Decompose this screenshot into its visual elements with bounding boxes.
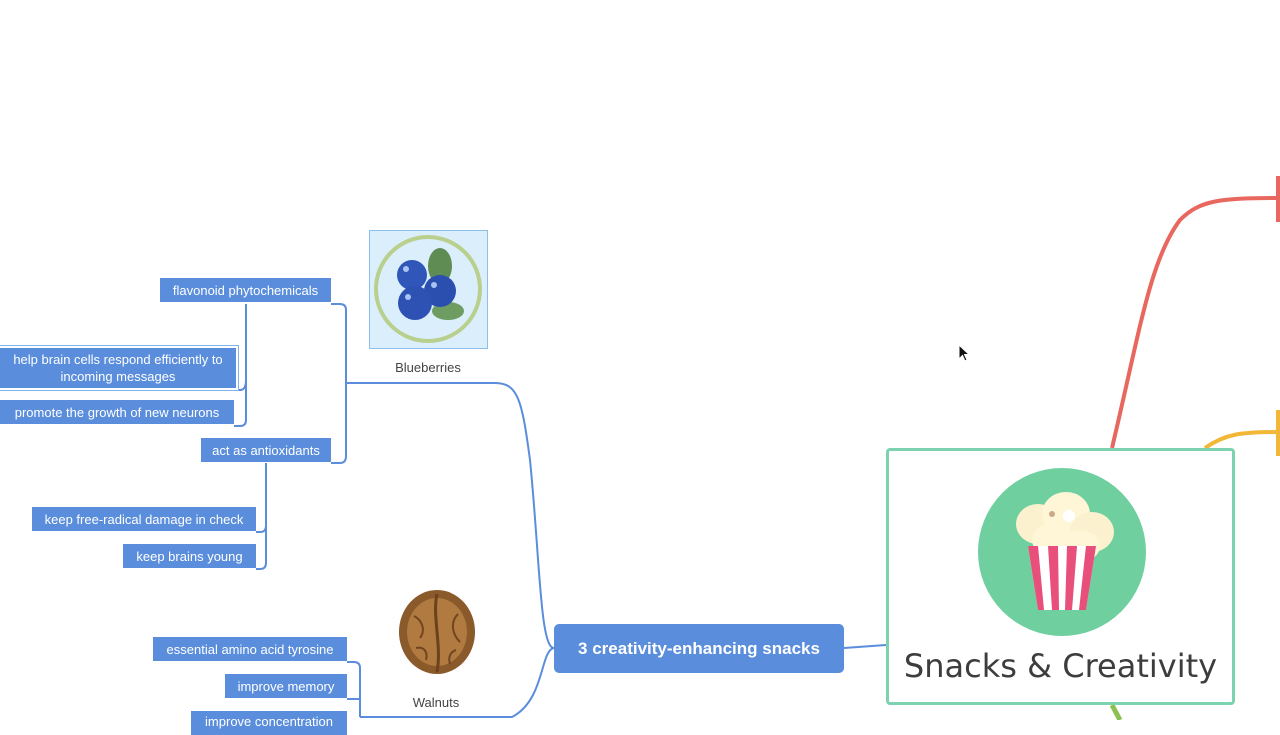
mouse-cursor-icon [958,344,971,362]
blueberries-image[interactable] [369,230,488,349]
leaf-flavonoid-phytochemicals[interactable]: flavonoid phytochemicals [160,278,331,302]
leaf-improve-memory[interactable]: improve memory [225,674,347,698]
central-title: Snacks & Creativity [903,647,1218,685]
branch-creativity-snacks[interactable]: 3 creativity-enhancing snacks [554,624,844,673]
leaf-free-radical-damage[interactable]: keep free-radical damage in check [32,507,256,531]
walnut-image[interactable] [392,586,482,676]
topic-label-blueberries[interactable]: Blueberries [395,360,461,375]
leaf-act-as-antioxidants[interactable]: act as antioxidants [201,438,331,462]
leaf-help-brain-cells[interactable]: help brain cells respond efficiently to … [0,348,236,388]
topic-label-walnuts[interactable]: Walnuts [412,695,460,710]
leaf-improve-concentration[interactable]: improve concentration [191,711,347,735]
leaf-promote-new-neurons[interactable]: promote the growth of new neurons [0,400,234,424]
blueberries-icon [374,235,482,343]
central-topic[interactable]: Snacks & Creativity [886,448,1235,705]
popcorn-icon [978,468,1146,636]
connector-lines [234,176,1280,720]
leaf-amino-acid-tyrosine[interactable]: essential amino acid tyrosine [153,637,347,661]
leaf-keep-brains-young[interactable]: keep brains young [123,544,256,568]
walnut-icon [399,590,475,674]
